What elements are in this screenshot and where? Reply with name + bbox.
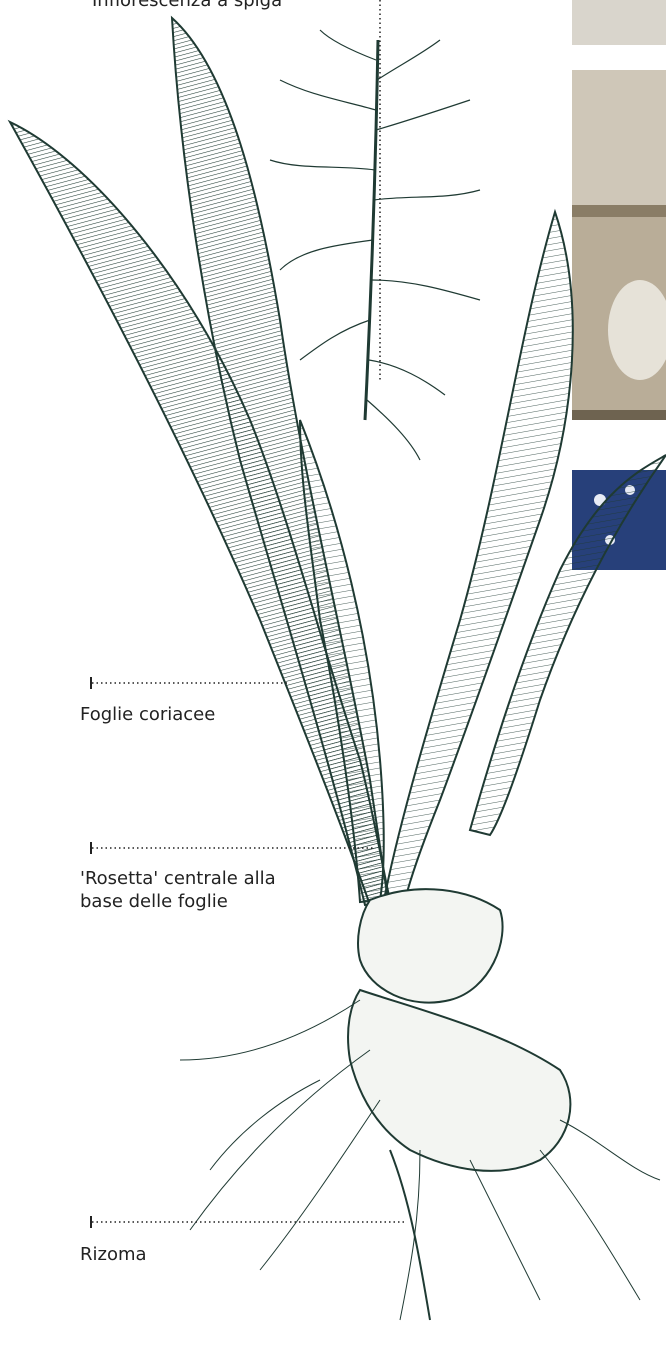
inflorescence-spike bbox=[270, 30, 480, 460]
root bbox=[560, 1120, 660, 1180]
flower-strand bbox=[270, 160, 375, 170]
rosette-base bbox=[358, 889, 503, 1003]
flower-strand bbox=[372, 280, 480, 300]
label-rhizome: Rizoma bbox=[80, 1243, 147, 1266]
rhizome-body bbox=[348, 990, 570, 1171]
flower-strand bbox=[300, 320, 370, 360]
flower-strand bbox=[377, 40, 440, 80]
root bbox=[540, 1150, 640, 1300]
rhizome-root bbox=[390, 1150, 430, 1320]
photo-wall bbox=[572, 70, 666, 210]
root bbox=[260, 1100, 380, 1270]
root bbox=[210, 1080, 320, 1170]
label-leaves: Foglie coriacee bbox=[80, 703, 215, 726]
label-rosette-line2: base delle foglie bbox=[80, 890, 228, 913]
interior-photo bbox=[572, 0, 666, 570]
photo-shelf-lower bbox=[572, 410, 666, 420]
flower-strand bbox=[280, 240, 373, 270]
rhizome bbox=[348, 990, 570, 1320]
label-inflorescence: Infiorescenza a spiga bbox=[92, 0, 282, 12]
leaves bbox=[10, 18, 666, 905]
flower-strand bbox=[367, 400, 420, 460]
root bbox=[470, 1160, 540, 1300]
photo-shelf-top bbox=[572, 0, 666, 45]
root bbox=[190, 1050, 370, 1230]
flower-stalk bbox=[365, 40, 378, 420]
rosette bbox=[358, 889, 503, 1003]
photo-shelf-middle bbox=[572, 205, 666, 217]
flower-strand bbox=[320, 30, 376, 60]
root bbox=[180, 1000, 360, 1060]
flower-strand bbox=[374, 190, 480, 200]
flower-strand bbox=[376, 100, 470, 130]
label-rosette-line1: 'Rosetta' centrale alla bbox=[80, 867, 276, 890]
root bbox=[400, 1150, 420, 1320]
flower-strand bbox=[280, 80, 376, 110]
